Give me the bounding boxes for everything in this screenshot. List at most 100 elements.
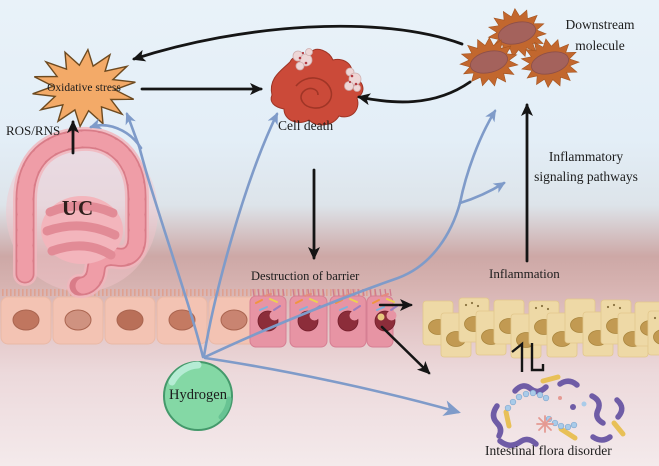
downstream-molecule-cluster: [459, 8, 580, 88]
damaged-cilia: [374, 288, 377, 297]
cell-death-illustration: [270, 48, 364, 126]
cell-speck: [618, 306, 622, 310]
damaged-cilia: [342, 288, 345, 297]
bacteria-worms: [490, 378, 625, 448]
damaged-cilia: [252, 288, 255, 297]
bubble-shade: [218, 396, 232, 420]
nucleus-bite: [386, 310, 397, 321]
inflammation-nucleus: [653, 329, 659, 345]
nucleus-bite: [269, 310, 280, 321]
inflammation-cell: [647, 310, 659, 356]
debris-speck: [295, 299, 303, 304]
damaged-cilia: [312, 288, 315, 297]
intestinal-flora-illustration: [490, 374, 626, 448]
debris-speck: [299, 306, 308, 311]
damaged-cilia: [337, 288, 340, 297]
debris-speck: [304, 293, 312, 297]
downstream-cell-body: [530, 51, 570, 75]
debris-speck: [381, 293, 389, 297]
hydrogen-arrow-to-flora: [203, 356, 461, 416]
healthy-epithelium-row: [0, 296, 260, 345]
debris-speck: [349, 298, 358, 303]
hydrogen-bubble: [163, 361, 233, 431]
debris-speck: [335, 299, 343, 304]
debris-speck: [259, 306, 268, 311]
hydrogen-arrows: [89, 109, 506, 416]
bubble-highlight: [168, 361, 202, 386]
hydrogen-arrow-to-ros-rns: [89, 118, 143, 150]
starburst-shape: [32, 47, 136, 129]
nucleus-bite: [309, 310, 320, 321]
damaged-cilia: [322, 288, 325, 297]
hydrogen-arrow-stem-left: [137, 144, 205, 359]
hydrogen-arrow-stem-right: [203, 201, 462, 359]
epithelial-nucleus: [168, 309, 196, 331]
downstream-cell-body: [497, 21, 537, 45]
debris-speck: [386, 298, 395, 303]
hydrogen-arrow-to-downstream: [458, 109, 497, 205]
colon-haustra: [17, 131, 145, 294]
debris-speck: [376, 306, 385, 311]
cell-speck: [653, 316, 657, 320]
damaged-cilia: [317, 288, 320, 297]
damaged-cilia: [379, 288, 382, 297]
cell-speck: [470, 301, 474, 305]
intestine-coil: [47, 241, 116, 260]
pink-microbe-star: [536, 415, 554, 433]
damaged-cilia: [389, 288, 392, 297]
arrow-downstream-to-oxidative: [132, 24, 464, 62]
arrow-barrier-to-flora: [380, 325, 431, 375]
cell-speck: [540, 304, 544, 308]
damaged-cilia: [332, 288, 335, 297]
debris-speck: [353, 305, 361, 311]
cell-debris-cluster: [292, 48, 362, 92]
intestine-coil: [45, 201, 118, 218]
nucleus-highlight: [377, 313, 385, 321]
bacteria-dot: [558, 396, 562, 400]
epithelial-nucleus: [12, 309, 40, 331]
inflammation-cell-cluster: [422, 297, 659, 359]
debris-speck: [390, 305, 398, 311]
intestine-coil: [42, 221, 120, 240]
bacteria-dot: [581, 401, 587, 407]
uc-colon-illustration: [6, 126, 158, 299]
damaged-cilia: [302, 288, 305, 297]
debris-speck: [255, 299, 263, 304]
epithelial-nucleus: [220, 309, 248, 331]
arrow-downstream-to-cell-death: [357, 80, 472, 106]
epithelial-nucleus: [64, 309, 92, 331]
equilibrium-half-arrows: [511, 341, 545, 372]
hydrogen-arrow-to-cell-death: [202, 112, 279, 358]
epithelial-nucleus: [116, 309, 144, 331]
bacteria-dot: [570, 404, 576, 410]
cell-speck: [606, 305, 610, 309]
cell-speck: [612, 303, 616, 307]
black-arrows: [67, 24, 533, 375]
damaged-cilia: [282, 288, 285, 297]
damaged-cilia: [272, 288, 275, 297]
debris-speck: [309, 298, 318, 303]
cell-speck: [476, 304, 480, 308]
damaged-epithelium-row: [249, 288, 398, 348]
cell-speck: [534, 306, 538, 310]
damaged-cilia: [277, 288, 280, 297]
damaged-cilia: [257, 288, 260, 297]
debris-speck: [372, 299, 380, 304]
damaged-cilia: [292, 288, 295, 297]
damaged-cilia: [369, 288, 372, 297]
nucleus-bite: [349, 310, 360, 321]
hydrogen-arrow-to-signaling: [458, 181, 506, 205]
debris-speck: [264, 293, 272, 297]
cell-speck: [546, 307, 550, 311]
damaged-cilia: [297, 288, 300, 297]
downstream-cell-body: [469, 50, 509, 74]
cell-speck: [464, 303, 468, 307]
damaged-cilia: [262, 288, 265, 297]
debris-speck: [269, 298, 278, 303]
debris-dots: [298, 51, 358, 86]
oxidative-stress-burst: [32, 47, 136, 129]
cell-death-swirl: [295, 77, 333, 109]
bacteria-rods: [503, 374, 626, 441]
